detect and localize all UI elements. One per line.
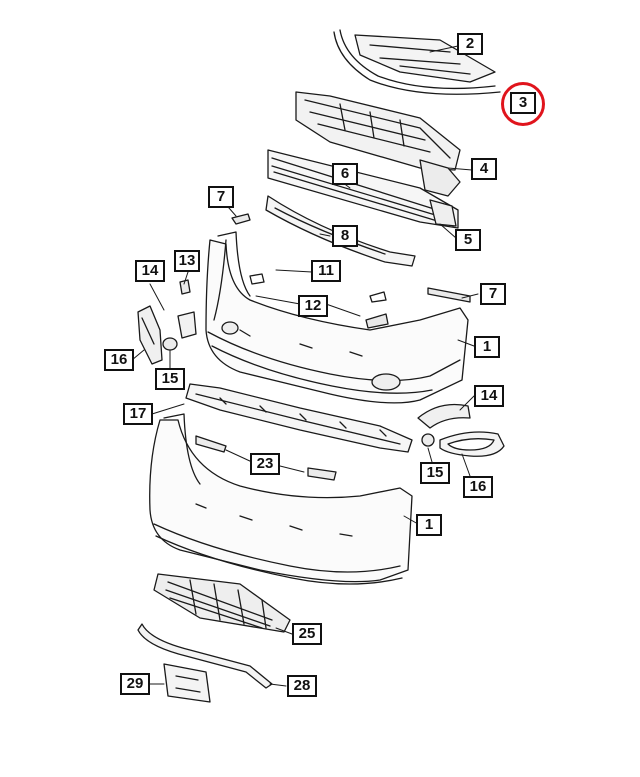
part-23-reflector-left [195,435,227,453]
callout-6: 6 [332,163,358,185]
part-14-fog-bezel-left [137,305,163,365]
callout-4: 4 [471,158,497,180]
part-16-bezel-ring-right [439,431,505,457]
part-29-plate-bracket [163,663,211,703]
part-23-reflector-right [307,467,337,481]
part-7-clip-right [427,287,471,303]
part-14-fog-bezel-right [417,403,471,429]
callout-23: 23 [250,453,280,475]
callout-2: 2 [457,33,483,55]
callout-12: 12 [298,295,328,317]
part-15-fog-lamp-left [162,311,197,351]
callout-7-right: 7 [480,283,506,305]
part-7-clip-left [231,213,251,225]
part-8-upper-strip [265,195,416,267]
part-25-lower-grille [153,573,291,633]
callout-16-right: 16 [463,476,493,498]
callout-29: 29 [120,673,150,695]
callout-8: 8 [332,225,358,247]
part-2-upper-shield [333,29,501,95]
part-17-lower-shield [185,383,413,453]
callout-7-left: 7 [208,186,234,208]
callout-14-right: 14 [474,385,504,407]
callout-1-lower: 1 [416,514,442,536]
highlight-circle-part-3 [501,82,545,126]
callout-1-upper: 1 [474,336,500,358]
callout-15-left: 15 [155,368,185,390]
part-5-bracket [429,199,457,227]
part-15-fog-lamp-right [421,433,435,447]
part-28-lower-strip [137,623,273,689]
callout-14-left: 14 [135,260,165,282]
callout-28: 28 [287,675,317,697]
part-3-energy-absorber [295,91,461,171]
callout-13: 13 [174,250,200,272]
callout-17: 17 [123,403,153,425]
callout-15-right: 15 [420,462,450,484]
part-6-reinforcement-beam [267,149,461,229]
callout-16-left: 16 [104,349,134,371]
callout-5: 5 [455,229,481,251]
callout-11: 11 [311,260,341,282]
part-1-front-fascia-upper [205,231,469,404]
part-1-front-fascia-lower [149,413,413,585]
callout-25: 25 [292,623,322,645]
